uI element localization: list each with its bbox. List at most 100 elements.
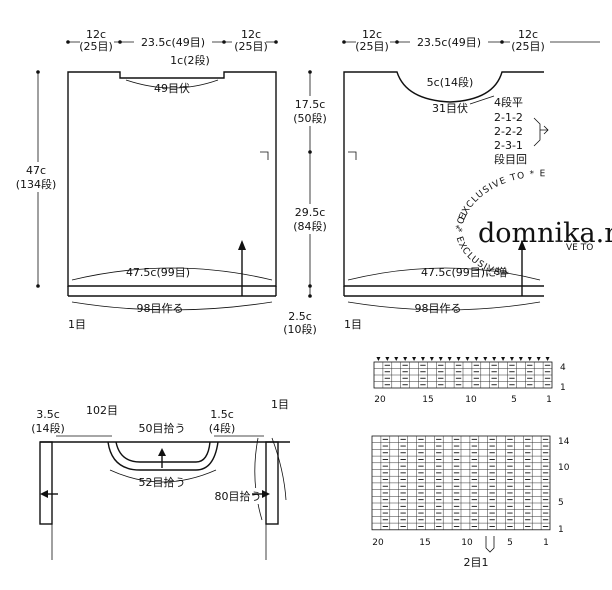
chart-large-row-1: 1 — [558, 525, 564, 535]
chart-large-row-5: 5 — [558, 498, 564, 508]
back-edge: 1目 — [344, 318, 362, 331]
chart-small-marker — [465, 357, 470, 361]
front-top-left-sts: (25目) — [79, 40, 113, 53]
back-armhole-mark — [348, 151, 357, 160]
chart-small-marker — [545, 357, 550, 361]
chart-small-marker — [429, 357, 434, 361]
chart-large-col-10: 10 — [461, 538, 473, 548]
chart-large-repeat: 2目1 — [464, 556, 489, 569]
front-edge: 1目 — [68, 318, 86, 331]
front-height-rows: (134段) — [16, 177, 57, 191]
front-cast-on: 98目作る — [137, 302, 184, 315]
chart-large-row-10: 10 — [558, 463, 570, 473]
back-dec-3: 2-2-2 — [494, 125, 523, 138]
chart-large-row-14: 14 — [558, 437, 570, 447]
chart-small-col-20: 20 — [374, 395, 386, 405]
finishing-right-curve — [254, 437, 263, 521]
back-dec-4: 2-3-1 — [494, 139, 523, 152]
back-cast-on: 98目作る — [415, 302, 462, 315]
watermark-ring-right: VE TO — [566, 243, 593, 253]
chart-small-marker — [412, 357, 417, 361]
back-neck-bindoff: 31目伏 — [432, 101, 468, 115]
finishing-diagram: 3.5c (14段) 102目 50目拾う 1.5c (4段) 1目 52目拾う… — [31, 398, 290, 560]
back-top-right-width: 12c — [518, 28, 538, 41]
finishing-back-arc — [109, 469, 217, 483]
middle-mid-rows: (84段) — [293, 219, 327, 233]
chart-large-col-20: 20 — [372, 538, 384, 548]
front-top-right-width: 12c — [241, 28, 261, 41]
finishing-right-armhole-band — [265, 441, 279, 525]
finishing-right-band: 1.5c — [210, 408, 234, 421]
front-neck-depth: 1c(2段) — [170, 53, 210, 67]
back-top-left-width: 12c — [362, 28, 382, 41]
finishing-right-band-rows: (4段) — [209, 421, 236, 435]
front-cast-on-arc — [71, 301, 273, 311]
finishing-left-band-rows: (14段) — [31, 421, 65, 435]
middle-upper: 17.5c — [295, 98, 326, 111]
finishing-edge: 1目 — [271, 398, 289, 411]
front-top-left-width: 12c — [86, 28, 106, 41]
front-top-mid-width: 23.5c(49目) — [141, 36, 205, 49]
chart-large-col-5: 5 — [507, 538, 513, 548]
stitch-chart-small — [373, 357, 553, 389]
chart-small-marker — [447, 357, 452, 361]
back-cast-on-arc — [347, 301, 541, 311]
middle-scale: 17.5c (50段) 29.5c (84段) 2.5c (10段) — [283, 70, 332, 336]
chart-small-marker — [509, 357, 514, 361]
back-neck-depth: 5c(14段) — [427, 75, 474, 89]
chart-small-row-top: 4 — [560, 363, 566, 373]
finishing-total-pick: 102目 — [86, 404, 118, 417]
front-width-arc — [71, 267, 273, 281]
chart-small-marker — [501, 357, 506, 361]
watermark-site: domnika.ru — [478, 218, 612, 249]
back-dec-5: 段目回 — [494, 152, 527, 166]
middle-hem-rows: (10段) — [283, 322, 317, 336]
chart-large-col-1: 1 — [543, 538, 549, 548]
chart-small-marker — [403, 357, 408, 361]
chart-small-col-10: 10 — [465, 395, 477, 405]
finishing-left-band: 3.5c — [36, 408, 60, 421]
chart-small-col-5: 5 — [511, 395, 517, 405]
chart-small-marker — [456, 357, 461, 361]
finishing-left-armhole-band — [39, 441, 53, 525]
front-neck-bindoff: 49目伏 — [154, 81, 190, 95]
middle-mid: 29.5c — [295, 206, 326, 219]
front-height: 47c — [26, 164, 46, 177]
chart-small-marker — [518, 357, 523, 361]
front-armhole-mark — [260, 151, 269, 160]
chart-large-repeat-bracket — [485, 536, 495, 553]
middle-upper-rows: (50段) — [293, 111, 327, 125]
back-dec-pointer — [469, 95, 495, 105]
front-piece: 12c (25目) 23.5c(49目) 12c (25目) 1c(2段) 49… — [12, 28, 278, 331]
chart-large-col-15: 15 — [419, 538, 430, 548]
finishing-back-pick: 52目拾う — [139, 475, 186, 489]
finishing-armhole-pick: 80目拾う — [215, 489, 262, 503]
back-piece: 12c (25目) 23.5c(49目) 12c (25目) 5c(14段) 3… — [342, 28, 600, 331]
back-dec-arrow — [540, 125, 549, 135]
finishing-neck-band-inner — [115, 441, 211, 463]
back-dec-1: 4段平 — [494, 95, 523, 109]
watermark: * EXCLUSIVE TO * E TO * EXCLUSIVE * VE T… — [453, 169, 612, 281]
chart-small-marker — [483, 357, 488, 361]
chart-small-marker — [394, 357, 399, 361]
back-dec-2: 2-1-2 — [494, 111, 523, 124]
chart-small-col-15: 15 — [422, 395, 433, 405]
chart-small-marker — [527, 357, 532, 361]
middle-hem: 2.5c — [288, 310, 312, 323]
stitch-chart-large — [371, 435, 551, 531]
back-top-left-sts: (25目) — [355, 40, 389, 53]
back-outline — [343, 71, 544, 287]
back-dec-bracket — [533, 117, 541, 147]
front-body-width: 47.5c(99目) — [126, 266, 190, 279]
chart-small-marker — [385, 357, 390, 361]
back-width-arc — [347, 267, 541, 281]
back-top-right-sts: (25目) — [511, 40, 545, 53]
front-outline — [67, 71, 277, 287]
front-neck-arc — [125, 79, 219, 89]
chart-small-row-bottom: 1 — [560, 383, 566, 393]
finishing-front-pick: 50目拾う — [139, 421, 186, 435]
back-top-mid-width: 23.5c(49目) — [417, 36, 481, 49]
chart-small-col-1: 1 — [546, 395, 552, 405]
back-body-width: 47.5c(99目)に増 — [421, 266, 507, 279]
